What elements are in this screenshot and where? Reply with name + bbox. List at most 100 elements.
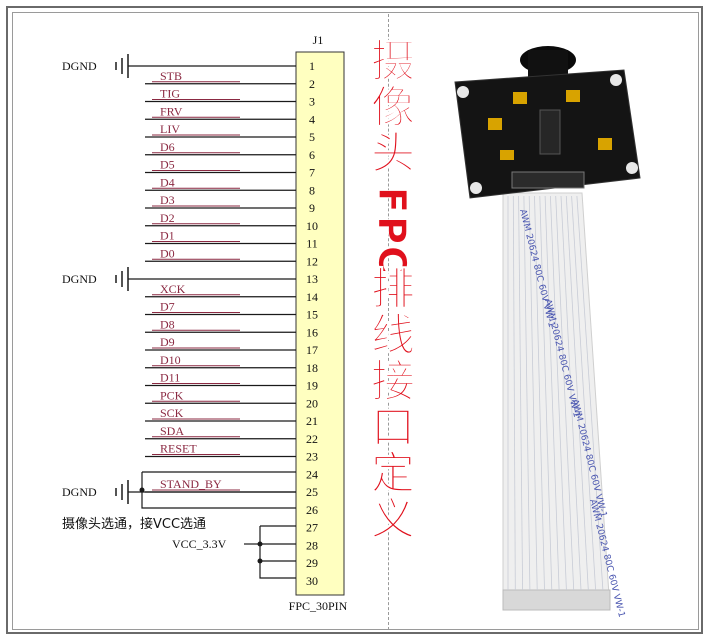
capacitor — [500, 150, 514, 160]
net-label: D0 — [160, 246, 175, 260]
pin-number: 22 — [306, 432, 318, 446]
net-label: RESET — [160, 442, 197, 456]
capacitor — [566, 90, 580, 102]
pin-number: 23 — [306, 450, 318, 464]
inner-frame — [12, 12, 699, 630]
cable-trace — [576, 195, 604, 591]
net-label: STB — [160, 69, 182, 83]
pin-number: 1 — [309, 59, 315, 73]
net-label: XCK — [160, 282, 186, 296]
title-char: 线 — [371, 310, 415, 361]
pin-number: 12 — [306, 254, 318, 268]
pin-number: 17 — [306, 343, 318, 357]
net-label: PCK — [160, 388, 184, 402]
junction-dot — [257, 558, 263, 564]
outer-frame — [6, 6, 703, 634]
net-label: D3 — [160, 193, 175, 207]
connector-part: FPC_30PIN — [289, 599, 348, 613]
title-char: 接 — [371, 356, 415, 407]
net-label: STAND_BY — [160, 477, 222, 491]
pin-number: 24 — [306, 467, 318, 481]
pin-number: 25 — [306, 485, 318, 499]
pin-number: 3 — [309, 95, 315, 109]
net-label: D4 — [160, 175, 175, 189]
net-label: D8 — [160, 317, 175, 331]
net-label: D7 — [160, 300, 175, 314]
pin-number: 6 — [309, 148, 315, 162]
net-label: D9 — [160, 335, 175, 349]
capacitor — [488, 118, 502, 130]
capacitor — [513, 92, 527, 104]
pin-number: 26 — [306, 503, 318, 517]
fpc-stiffener — [502, 589, 611, 611]
pin-number: 27 — [306, 521, 318, 535]
title-char: 摄 — [371, 36, 415, 87]
pin-number: 7 — [309, 166, 315, 180]
mount-hole — [457, 86, 469, 98]
pin-number: 29 — [306, 556, 318, 570]
net-label: FRV — [160, 104, 183, 118]
pin-number: 21 — [306, 414, 318, 428]
title-char: F — [370, 187, 414, 213]
net-label: TIG — [160, 87, 180, 101]
net-label: D10 — [160, 353, 181, 367]
wire-pin27-30 — [259, 526, 296, 579]
pin-number: 8 — [309, 183, 315, 197]
cable-trace — [565, 195, 589, 591]
title-char: 义 — [371, 494, 415, 545]
title-char: 口 — [371, 402, 415, 453]
mount-hole — [626, 162, 638, 174]
title-char: 头 — [371, 128, 415, 179]
net-label: D11 — [160, 371, 180, 385]
title-char: 排 — [371, 264, 415, 315]
connector-body — [295, 51, 345, 596]
net-label: D6 — [160, 140, 175, 154]
title-char: C — [370, 246, 414, 274]
cable-trace — [571, 195, 596, 591]
cable-traces — [507, 195, 604, 591]
mount-hole — [610, 74, 622, 86]
ground-label: DGND — [62, 485, 97, 499]
pin-number: 28 — [306, 538, 318, 552]
net-label: LIV — [160, 122, 180, 136]
net-label: D1 — [160, 229, 175, 243]
pin-number: 9 — [309, 201, 315, 215]
pin-number: 19 — [306, 379, 318, 393]
fpc-socket — [511, 171, 585, 189]
pin-number: 2 — [309, 77, 315, 91]
pin-number: 11 — [306, 237, 318, 251]
cable-trace — [528, 195, 538, 591]
cable-trace — [512, 195, 516, 591]
junction-dot — [139, 487, 145, 493]
net-label: D5 — [160, 158, 175, 172]
connector-ref: J1 — [313, 33, 324, 47]
camera-select-note: 摄像头选通，接VCC选通 — [62, 516, 206, 532]
junction-dot — [257, 541, 263, 547]
cable-trace — [518, 195, 523, 591]
capacitor — [598, 138, 612, 150]
panel-divider — [388, 14, 389, 630]
pin-number: 5 — [309, 130, 315, 144]
title-char: 像 — [371, 82, 415, 133]
cable-trace — [555, 195, 575, 591]
cable-trace — [560, 195, 582, 591]
pin-number: 20 — [306, 396, 318, 410]
pin-number: 13 — [306, 272, 318, 286]
pin-number: 15 — [306, 308, 318, 322]
cable-trace — [544, 195, 560, 591]
net-label: D2 — [160, 211, 175, 225]
net-label: SCK — [160, 406, 184, 420]
cable-trace — [539, 195, 553, 591]
cable-trace — [534, 195, 545, 591]
cable-trace — [523, 195, 531, 591]
pin-group: 12STB3TIG4FRV5LIV6D67D58D49D310D211D112D… — [145, 59, 318, 588]
title-char: 定 — [371, 448, 415, 499]
pin-number: 14 — [306, 290, 318, 304]
wire-pin26 — [141, 490, 296, 509]
pin-number: 10 — [306, 219, 318, 233]
ground-label: DGND — [62, 59, 97, 73]
ground-label: DGND — [62, 272, 97, 286]
